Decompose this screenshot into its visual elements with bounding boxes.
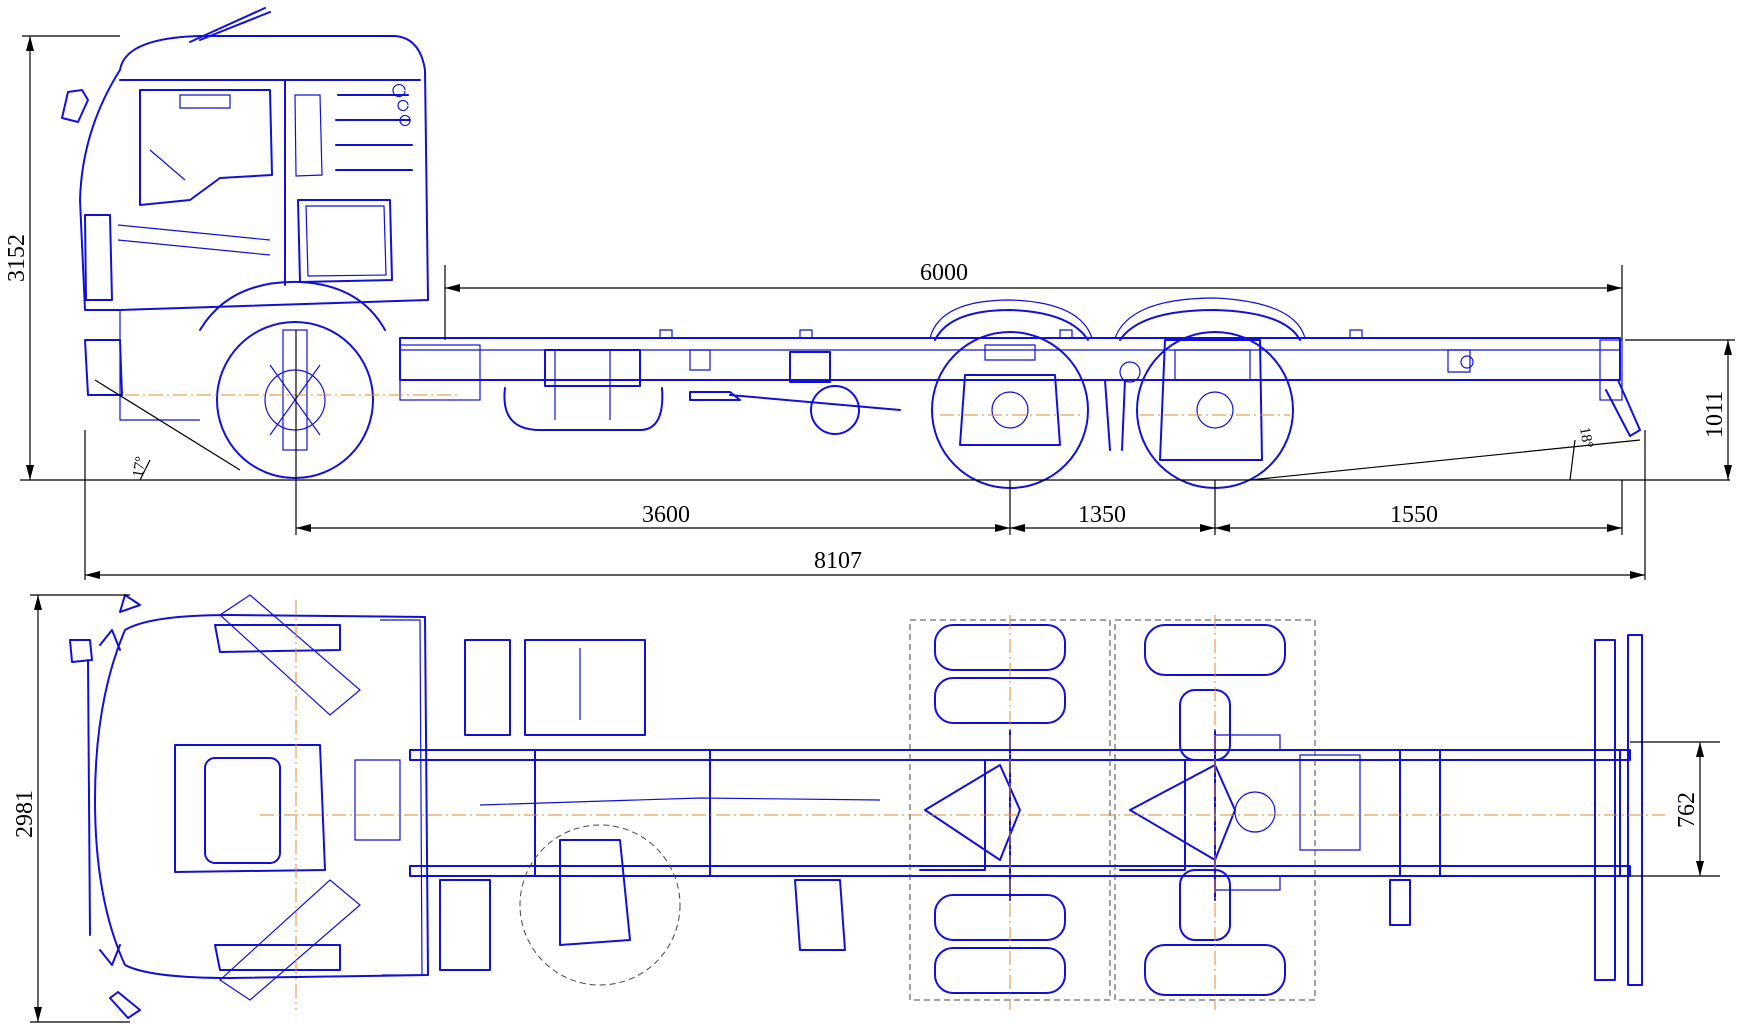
front-wheel-side xyxy=(199,280,386,479)
approach-angle-line xyxy=(94,379,241,471)
dim-frame-width: 762 xyxy=(1674,792,1700,828)
dim-approach-angle: 17° xyxy=(130,455,149,478)
cab-side xyxy=(61,7,429,421)
dimension-lines xyxy=(22,35,1735,1023)
dim-front-to-first-rear: 3600 xyxy=(642,502,690,528)
center-lines xyxy=(125,394,1665,1010)
dim-width: 2981 xyxy=(12,790,38,838)
rear-wheel-2-side xyxy=(1104,297,1306,489)
cab-top xyxy=(69,594,429,1019)
rear-wheel-1-side xyxy=(929,299,1093,489)
dim-frame-height: 1011 xyxy=(1702,391,1728,438)
frame-side xyxy=(399,329,1641,437)
top-view xyxy=(69,594,1643,1019)
tank-side xyxy=(399,344,901,435)
dim-rear-overhang: 1550 xyxy=(1390,502,1438,528)
frame-top xyxy=(409,634,1643,986)
dim-departure-angle: 18° xyxy=(1576,426,1595,449)
departure-angle-line xyxy=(1249,439,1641,481)
rear-axles-top xyxy=(909,619,1316,1001)
dim-overall-length: 8107 xyxy=(814,548,862,574)
dim-frame-length: 6000 xyxy=(920,260,968,286)
tank-top xyxy=(439,639,846,986)
dim-rear-axle-spacing: 1350 xyxy=(1078,502,1126,528)
dim-height: 3152 xyxy=(4,234,30,282)
side-view xyxy=(20,7,1730,489)
